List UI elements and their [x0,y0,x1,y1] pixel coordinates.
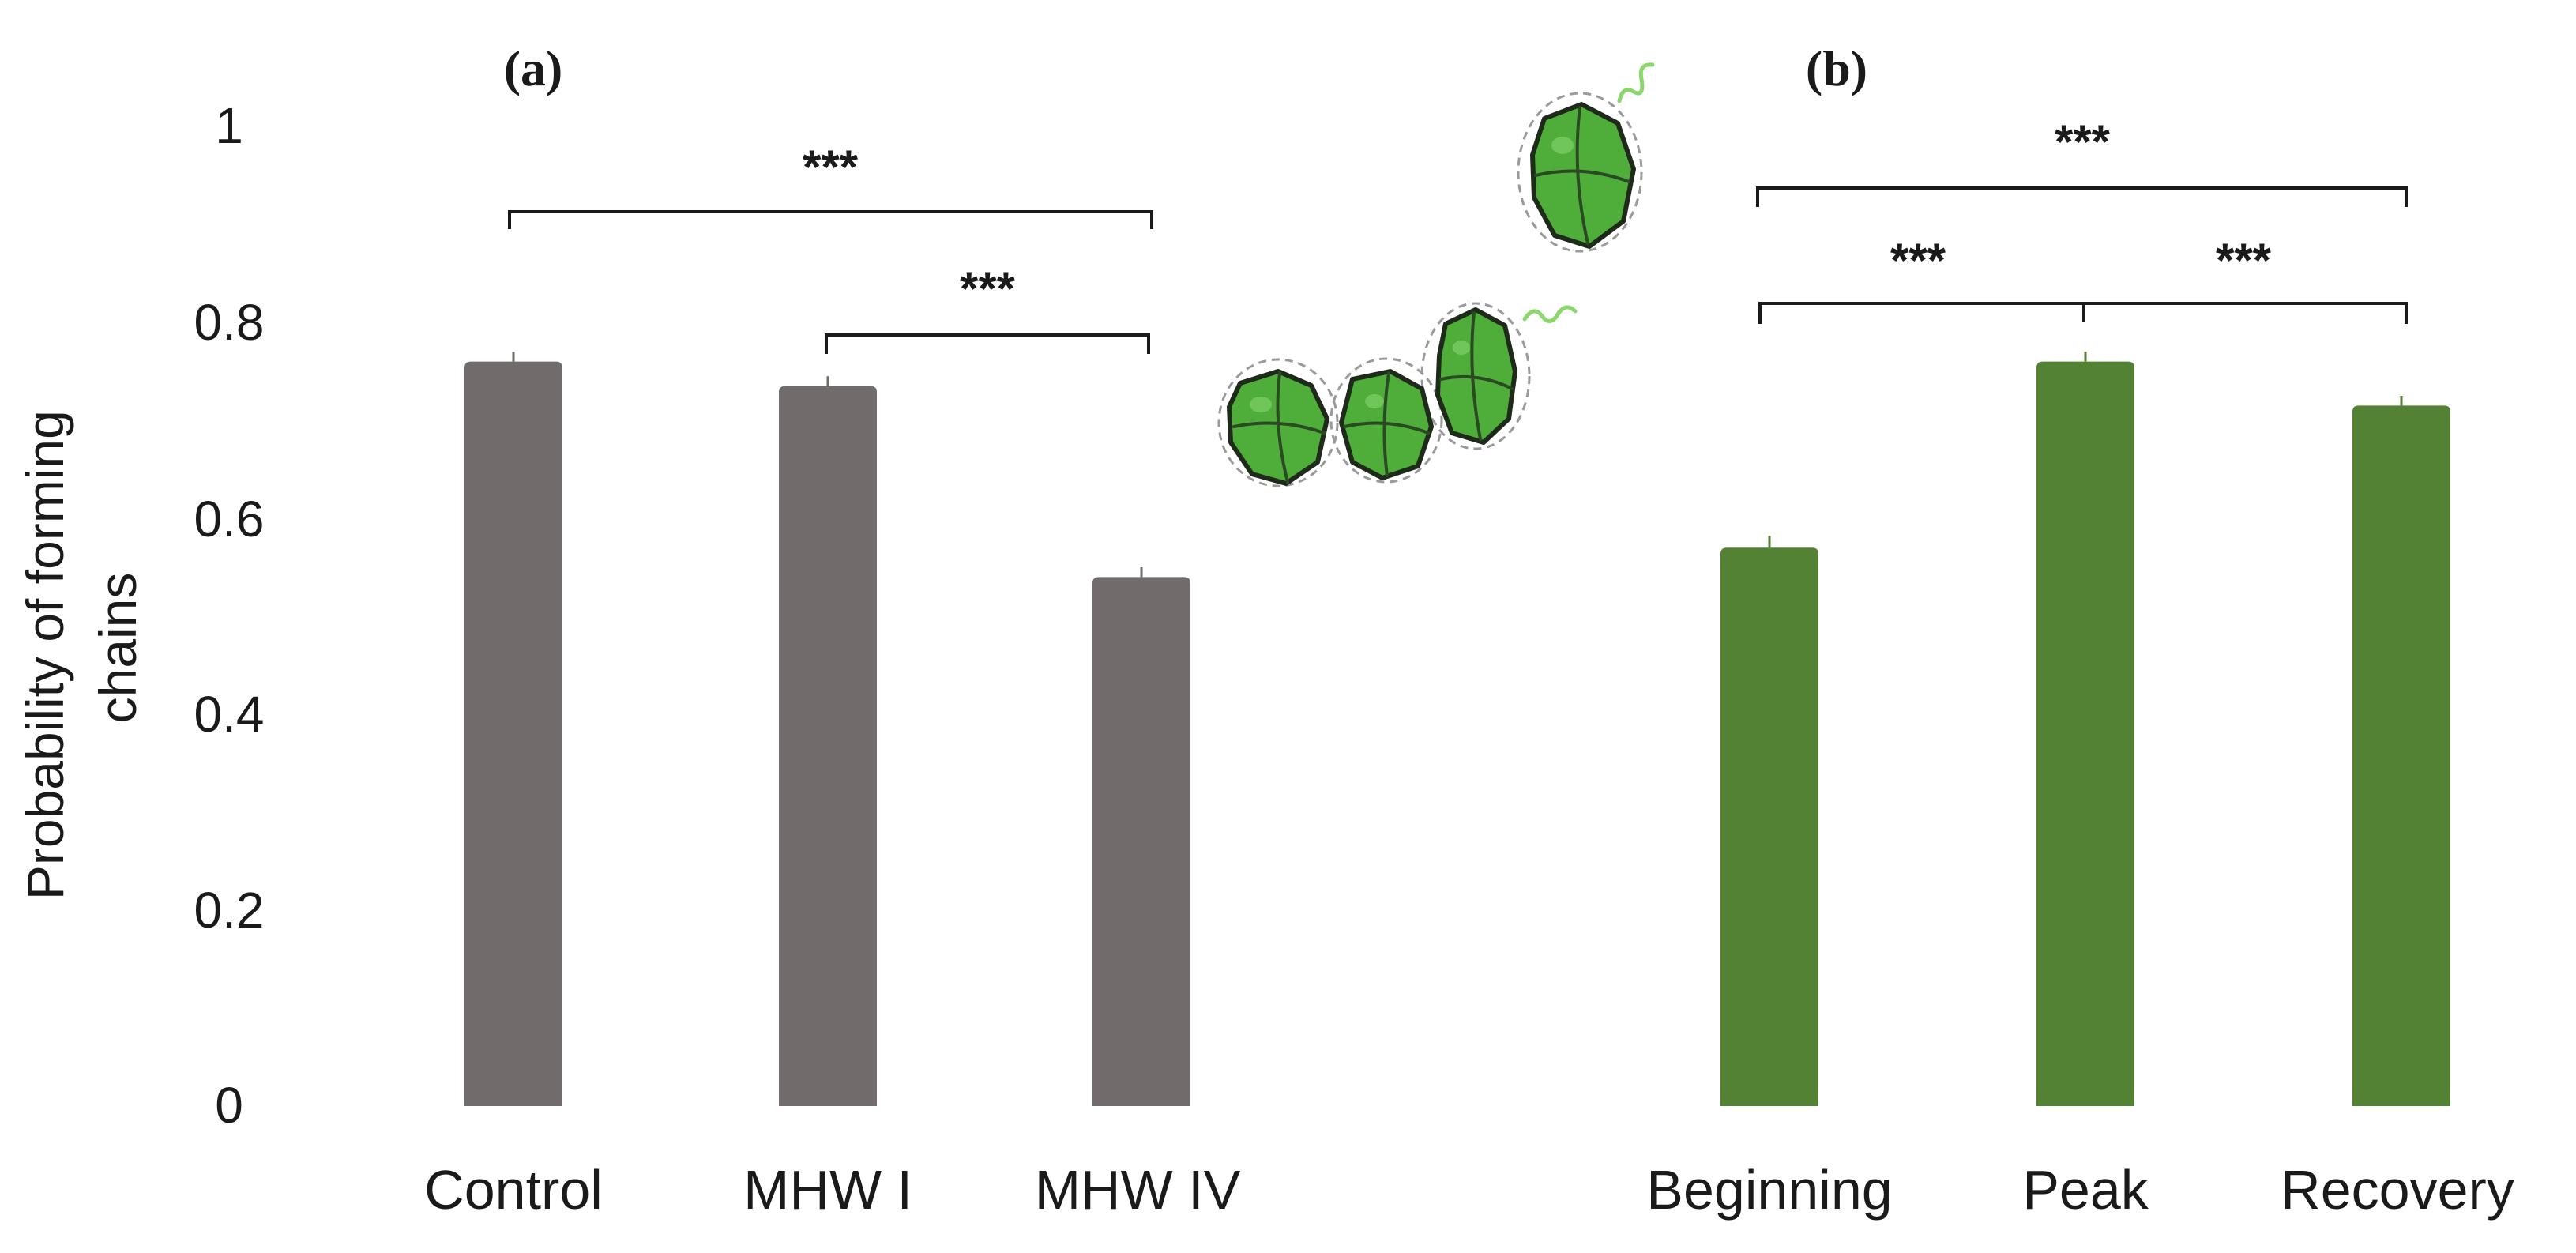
cell-envelope [1329,357,1443,484]
cell-furrow [1232,371,1326,484]
cell-envelope [1517,92,1643,253]
significance-label: *** [2055,115,2111,168]
y-tick-label: 0.8 [194,294,265,351]
cell-envelope [1420,302,1531,450]
significance-label: *** [803,141,859,194]
panel-a-x-labels: Control MHW I MHW IV [424,1159,1240,1221]
bar-mhw-iv [1092,577,1190,1106]
y-tick-label: 0.2 [194,882,265,939]
panel-a-bars [464,361,1190,1107]
flagellum [1522,305,1578,323]
y-axis-title-line2: chains [88,573,147,724]
cell-highlight [1453,341,1470,355]
cell-highlight [1551,137,1574,154]
y-tick-label: 0.4 [194,686,265,743]
panel-a-significance: *** *** [508,141,1153,354]
significance-label: *** [960,262,1016,315]
panel-label-a: (a) [504,40,563,96]
significance-bracket [1756,186,2408,207]
y-axis-title: Probability of forming chains [16,396,147,900]
panel-a-errorbars [512,352,1143,578]
panel-b-errorbars [1768,352,2403,548]
cell-furrow [1534,106,1630,245]
panel-b-x-labels: Beginning Peak Recovery [1646,1159,2514,1221]
y-tick-label: 0 [215,1077,243,1134]
bar-control [464,361,562,1107]
significance-bracket [825,333,1150,354]
cell-highlight [1365,394,1384,408]
x-tick-label-peak: Peak [2022,1159,2149,1221]
flagellum [1617,62,1655,103]
bar-recovery [2352,405,2450,1106]
bar-peak [2036,361,2134,1107]
bar-beginning [1720,547,1818,1106]
x-tick-label-beginning: Beginning [1646,1159,1892,1221]
panel-b-significance: *** *** *** [1756,115,2408,324]
cell-furrow [1439,311,1514,441]
y-tick-label: 1 [215,97,243,154]
panel-label-b: (b) [1806,40,1867,96]
y-tick-label: 0.6 [194,491,265,547]
y-axis-ticks: 0 0.2 0.4 0.6 0.8 1 [194,97,265,1134]
cell-furrow [1343,371,1430,477]
significance-label: *** [2216,234,2272,287]
significance-bracket [508,210,1153,229]
significance-label: *** [1890,234,1946,287]
panel-a: *** *** Control MHW I MHW IV [424,141,1240,1221]
x-tick-label-mhw-i: MHW I [743,1159,912,1221]
cell-highlight [1250,397,1272,412]
dinoflagellate-chain-icon [1217,62,1655,487]
panel-b: *** *** *** Beginning Peak Recovery [1646,115,2514,1221]
panel-b-bars [1720,361,2450,1107]
bar-mhw-i [779,386,877,1107]
x-tick-label-control: Control [424,1159,603,1221]
x-tick-label-recovery: Recovery [2281,1159,2514,1221]
x-tick-label-mhw-iv: MHW IV [1035,1159,1241,1221]
cell-envelope [1217,358,1339,487]
y-axis-title-line1: Probability of forming [16,410,74,900]
